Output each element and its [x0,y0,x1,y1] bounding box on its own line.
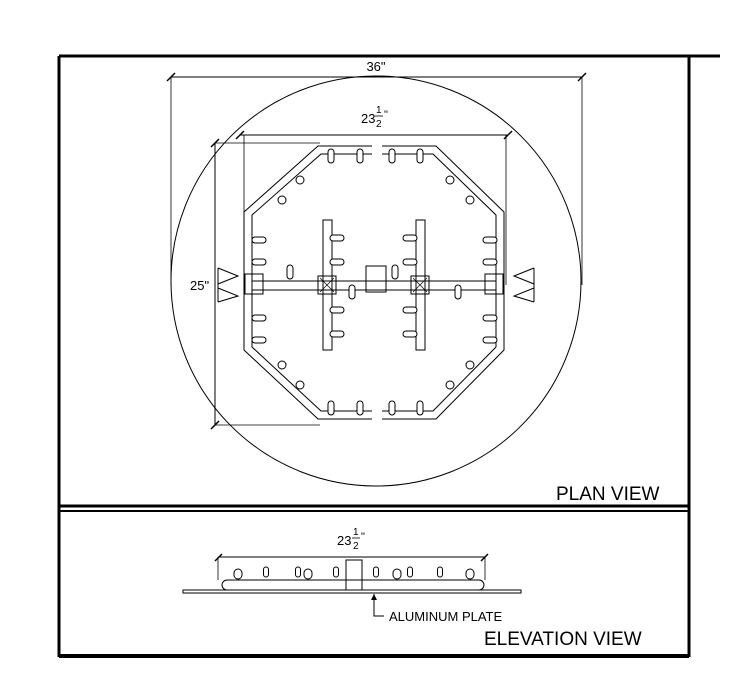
burner-port [251,314,267,322]
elevation-elbow [233,568,243,580]
burner-port [482,336,498,344]
burner-port [416,400,424,416]
elevation-port [295,566,301,578]
burner-port [286,264,294,280]
burner-port [402,258,418,266]
elevation-view: 23 1 2 " ALUMINUM PLATE ELEVATION VIEW [182,527,642,650]
burner-port [327,148,335,164]
burner-port [465,195,475,205]
burner-port [329,234,345,242]
aluminum-plate-label: ALUMINUM PLATE [389,609,502,624]
burner-port [402,306,418,314]
elevation-elbow [303,568,313,580]
burner-port [402,330,418,338]
burner-port [356,148,364,164]
burner-port [482,236,498,244]
burner-port [251,336,267,344]
dim-denominator: 2 [376,119,382,130]
burner-port [388,400,396,416]
burner-port [277,360,287,370]
elevation-ports [233,566,475,580]
elevation-port [407,566,413,578]
burner-port [454,284,462,300]
dimension-36-label: 36" [366,59,385,74]
plan-view-title: PLAN VIEW [556,484,660,505]
burner-port [327,400,335,416]
elevation-port [373,566,379,578]
burner-port [329,306,345,314]
burner-port [391,264,399,280]
burner-port [402,234,418,242]
elevation-elbow [392,568,402,580]
burner-port [445,380,455,390]
dimension-23-half: 23 1 2 " [235,105,513,285]
burner-port [251,236,267,244]
burner-port [251,258,267,266]
drawing-frame [57,54,720,658]
burner-port [295,175,305,185]
manifold [244,219,504,351]
burner-port [356,400,364,416]
elevation-port [437,566,443,578]
elevation-elbow [465,568,475,580]
burner-port [348,284,356,300]
elev-dim-numerator: 1 [353,527,359,538]
elevation-port [333,566,339,578]
burner-port [329,330,345,338]
burner-port [416,148,424,164]
elevation-port [263,566,269,578]
burner-port [482,314,498,322]
elev-dim-whole: 23 [337,533,351,548]
air-shutters [217,267,535,303]
burner-port [277,195,287,205]
dimension-25: 25" [189,138,320,430]
burner-port [295,380,305,390]
dim-inch: " [384,109,388,121]
burner-port [482,258,498,266]
burner-port [465,360,475,370]
dimension-25-label: 25" [190,278,209,293]
octagon-pipe [243,140,505,425]
burner-port [388,148,396,164]
dim-numerator: 1 [376,105,382,116]
dimension-36: 36" [166,59,587,285]
burner-port [329,258,345,266]
dim-whole: 23 [361,111,375,126]
elevation-view-title: ELEVATION VIEW [484,629,642,650]
burner-ports [251,148,498,416]
elev-dim-denominator: 2 [353,541,359,552]
plan-view: 36" 23 1 2 " 25" [166,59,660,505]
elev-dim-inch: " [361,531,365,543]
gas-inlet-box [365,265,387,293]
burner-port [445,175,455,185]
